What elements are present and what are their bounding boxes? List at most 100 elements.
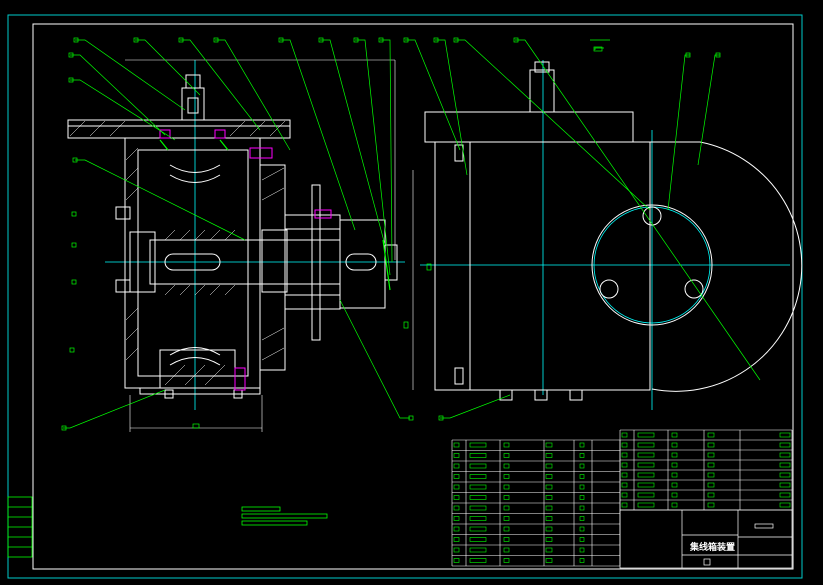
table-cell-mark — [671, 452, 678, 458]
table-cell-mark — [707, 472, 715, 478]
table-cell-mark — [469, 463, 487, 469]
bolt-bottom — [234, 367, 246, 391]
table-cell-mark — [707, 492, 715, 498]
table-cell-mark — [579, 453, 585, 458]
table-cell-mark — [545, 463, 553, 469]
table-cell-mark — [503, 516, 510, 521]
table-cell-mark — [621, 462, 628, 468]
table-cell-mark — [503, 547, 510, 553]
table-cell-mark — [545, 558, 553, 563]
table-cell-mark — [453, 505, 460, 511]
table-cell-mark — [453, 453, 460, 458]
table-cell-mark — [637, 462, 655, 468]
table-cell-mark — [707, 432, 715, 438]
table-cell-mark — [545, 442, 553, 448]
table-cell-mark — [469, 442, 487, 448]
table-cell-mark — [453, 495, 460, 500]
table-cell-mark — [637, 472, 655, 478]
title-block — [619, 509, 793, 569]
table-cell-mark — [579, 547, 585, 553]
table-cell-mark — [621, 432, 628, 438]
table-cell-mark — [453, 474, 460, 479]
side-top-plate — [424, 111, 634, 143]
table-cell-mark — [579, 526, 585, 532]
table-cell-mark — [707, 462, 715, 468]
table-cell-mark — [545, 453, 553, 458]
table-cell-mark — [779, 442, 791, 448]
side-arc-cover — [650, 141, 803, 392]
table-cell-mark — [621, 492, 628, 498]
table-cell-mark — [637, 502, 655, 508]
side-body — [469, 141, 651, 391]
table-cell-mark — [469, 526, 487, 532]
table-cell-mark — [503, 526, 510, 532]
table-cell-mark — [545, 484, 553, 490]
table-cell-mark — [671, 442, 678, 448]
table-cell-mark — [579, 474, 585, 479]
table-cell-mark — [545, 547, 553, 553]
side-left-panel — [434, 141, 471, 391]
table-cell-mark — [621, 472, 628, 478]
table-cell-mark — [637, 452, 655, 458]
bearing-left — [129, 231, 156, 293]
table-cell-mark — [453, 526, 460, 532]
table-cell-mark — [707, 502, 715, 508]
highlighted-bolts — [159, 129, 332, 391]
table-cell-mark — [469, 495, 487, 500]
table-cell-mark — [469, 547, 487, 553]
table-cell-mark — [469, 474, 487, 479]
table-cell-mark — [707, 442, 715, 448]
parts-list-table-left — [451, 439, 621, 567]
shaft-keyway — [164, 253, 221, 271]
side-input-shaft — [529, 69, 555, 113]
table-cell-mark — [503, 558, 510, 563]
bolt-upper-right — [249, 147, 273, 159]
table-cell-mark — [707, 482, 715, 488]
table-cell-mark — [545, 526, 553, 532]
table-cell-mark — [671, 462, 678, 468]
table-cell-mark — [707, 452, 715, 458]
technical-notes — [241, 506, 328, 526]
table-cell-mark — [779, 502, 791, 508]
table-cell-mark — [579, 463, 585, 469]
table-cell-mark — [469, 505, 487, 511]
bearing-right — [261, 229, 288, 293]
table-cell-mark — [779, 492, 791, 498]
table-cell-mark — [453, 558, 460, 563]
table-cell-mark — [637, 432, 655, 438]
bolt-hole-left — [599, 279, 619, 299]
table-cell-mark — [503, 442, 510, 448]
drawing-frame — [7, 14, 803, 579]
table-cell-mark — [469, 453, 487, 458]
table-cell-mark — [579, 442, 585, 448]
table-cell-mark — [469, 516, 487, 521]
table-cell-mark — [469, 537, 487, 542]
table-cell-mark — [579, 516, 585, 521]
table-cell-mark — [503, 495, 510, 500]
table-cell-mark — [453, 516, 460, 521]
table-cell-mark — [453, 547, 460, 553]
table-cell-mark — [453, 442, 460, 448]
table-cell-mark — [671, 472, 678, 478]
inner-sheet-border — [32, 23, 794, 570]
section-hatching — [69, 120, 286, 386]
table-cell-mark — [545, 495, 553, 500]
table-cell-mark — [579, 495, 585, 500]
table-cell-mark — [503, 537, 510, 542]
table-cell-mark — [621, 452, 628, 458]
table-cell-mark — [779, 452, 791, 458]
leader-lines — [63, 39, 761, 429]
table-cell-mark — [503, 474, 510, 479]
table-cell-mark — [621, 482, 628, 488]
section-view — [67, 59, 414, 432]
table-cell-mark — [503, 463, 510, 469]
table-cell-mark — [503, 484, 510, 490]
table-cell-mark — [545, 516, 553, 521]
table-cell-mark — [779, 462, 791, 468]
table-cell-mark — [579, 558, 585, 563]
leader-markers — [61, 37, 721, 431]
table-cell-mark — [469, 484, 487, 490]
bolt-flange — [314, 209, 332, 219]
table-cell-mark — [469, 558, 487, 563]
